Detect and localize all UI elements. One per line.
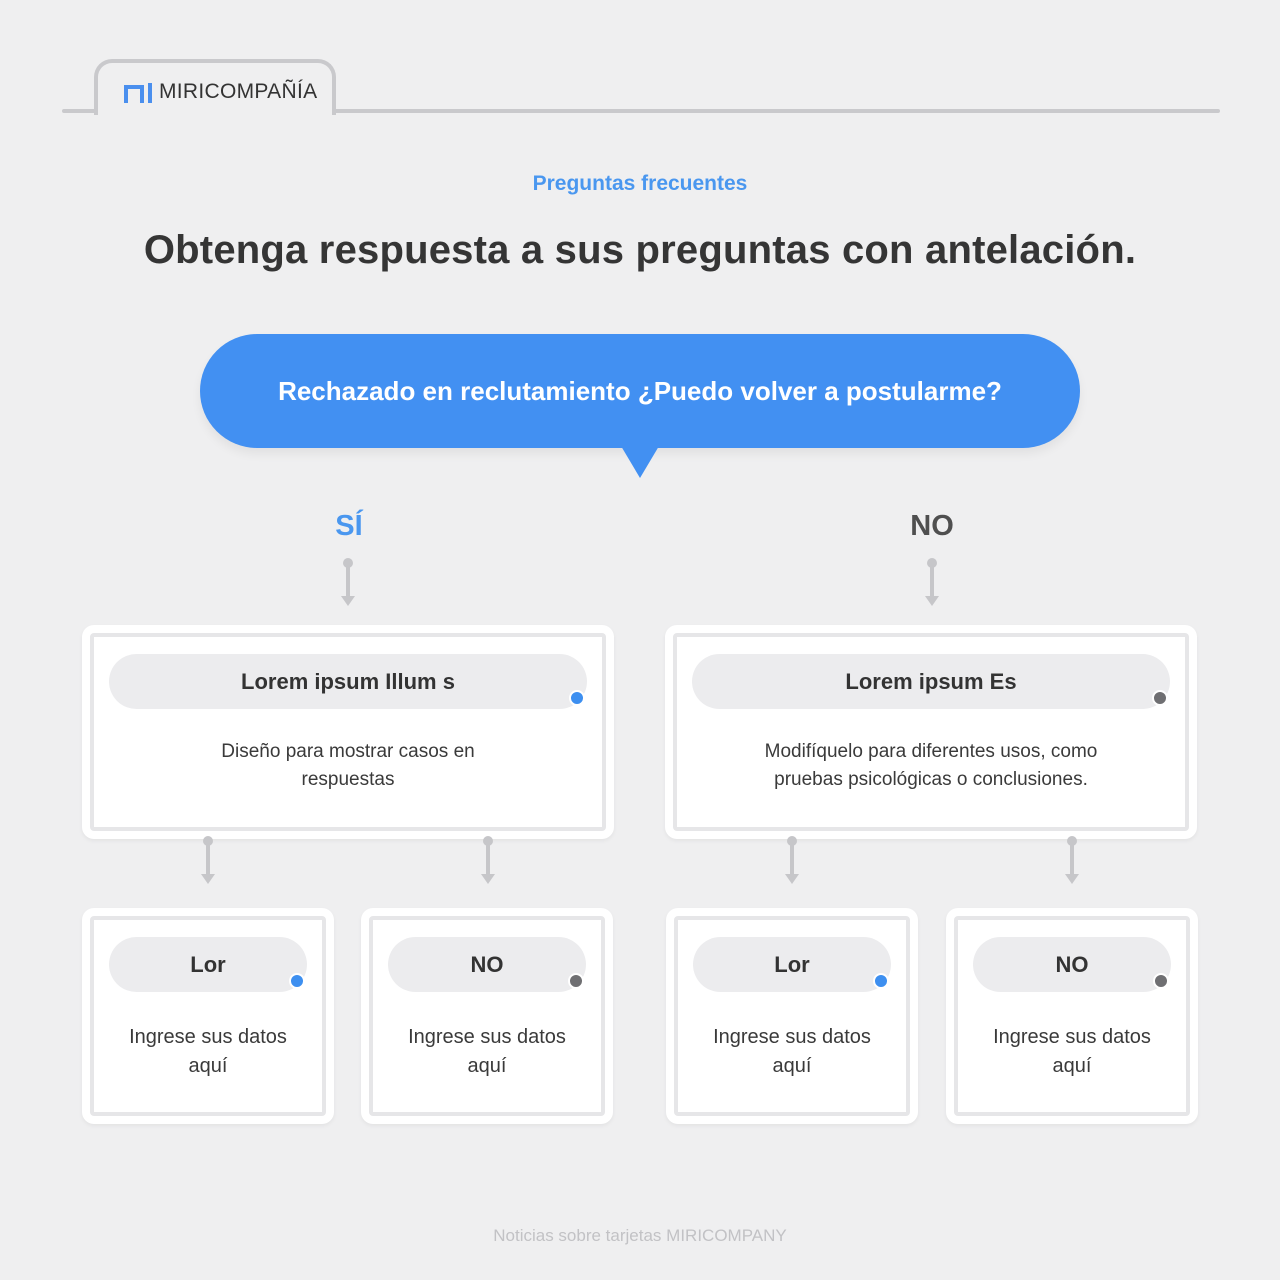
no-right-title: NO	[1055, 951, 1089, 977]
brand-name: MIRICOMPAÑÍA	[159, 80, 318, 103]
no-left-title-pill: Lor	[693, 937, 891, 992]
yes-right-text: Ingrese sus datos aquí	[408, 1026, 566, 1077]
miricompany-logo-icon	[124, 83, 152, 103]
no-main-text: Modifíquelo para diferentes usos, como p…	[764, 741, 1098, 790]
no-right-title-pill: NO	[973, 937, 1171, 992]
yes-right-card: NO Ingrese sus datos aquí	[361, 908, 613, 1124]
yes-left-text: Ingrese sus datos aquí	[129, 1026, 287, 1077]
no-left-text: Ingrese sus datos aquí	[713, 1026, 871, 1077]
no-right-card: NO Ingrese sus datos aquí	[946, 908, 1198, 1124]
yes-main-card: Lorem ipsum Illum s Diseño para mostrar …	[82, 625, 614, 839]
yes-right-title: NO	[470, 951, 504, 977]
no-main-title: Lorem ipsum Es	[845, 668, 1017, 694]
no-main-title-pill: Lorem ipsum Es	[692, 654, 1170, 709]
status-dot-gray	[1152, 690, 1168, 706]
arrow-down-icon	[201, 836, 215, 886]
footer-credit: Noticias sobre tarjetas MIRICOMPANY	[493, 1226, 787, 1245]
status-dot-gray	[1153, 973, 1169, 989]
arrow-down-icon	[925, 558, 939, 608]
yes-right-title-pill: NO	[388, 937, 586, 992]
status-dot-gray	[568, 973, 584, 989]
yes-left-title: Lor	[190, 951, 226, 977]
page-subtitle: Preguntas frecuentes	[532, 172, 748, 195]
arrow-down-icon	[1065, 836, 1079, 886]
status-dot-blue	[569, 690, 585, 706]
status-dot-blue	[873, 973, 889, 989]
yes-left-card: Lor Ingrese sus datos aquí	[82, 908, 334, 1124]
yes-main-title: Lorem ipsum Illum s	[241, 668, 455, 694]
branch-yes-label: SÍ	[335, 510, 363, 542]
question-text: Rechazado en reclutamiento ¿Puedo volver…	[278, 375, 1002, 406]
yes-main-title-pill: Lorem ipsum Illum s	[109, 654, 587, 709]
no-left-card: Lor Ingrese sus datos aquí	[666, 908, 918, 1124]
branch-no-label: NO	[910, 510, 954, 542]
no-right-text: Ingrese sus datos aquí	[993, 1026, 1151, 1077]
bubble-tail	[621, 446, 659, 478]
header-divider	[62, 109, 1220, 113]
no-left-title: Lor	[774, 951, 810, 977]
page-title: Obtenga respuesta a sus preguntas con an…	[143, 228, 1137, 272]
yes-main-text: Diseño para mostrar casos en respuestas	[221, 741, 475, 790]
arrow-down-icon	[341, 558, 355, 608]
question-bubble: Rechazado en reclutamiento ¿Puedo volver…	[200, 334, 1080, 448]
yes-left-title-pill: Lor	[109, 937, 307, 992]
no-main-card: Lorem ipsum Es Modifíquelo para diferent…	[665, 625, 1197, 839]
arrow-down-icon	[481, 836, 495, 886]
status-dot-blue	[289, 973, 305, 989]
arrow-down-icon	[785, 836, 799, 886]
